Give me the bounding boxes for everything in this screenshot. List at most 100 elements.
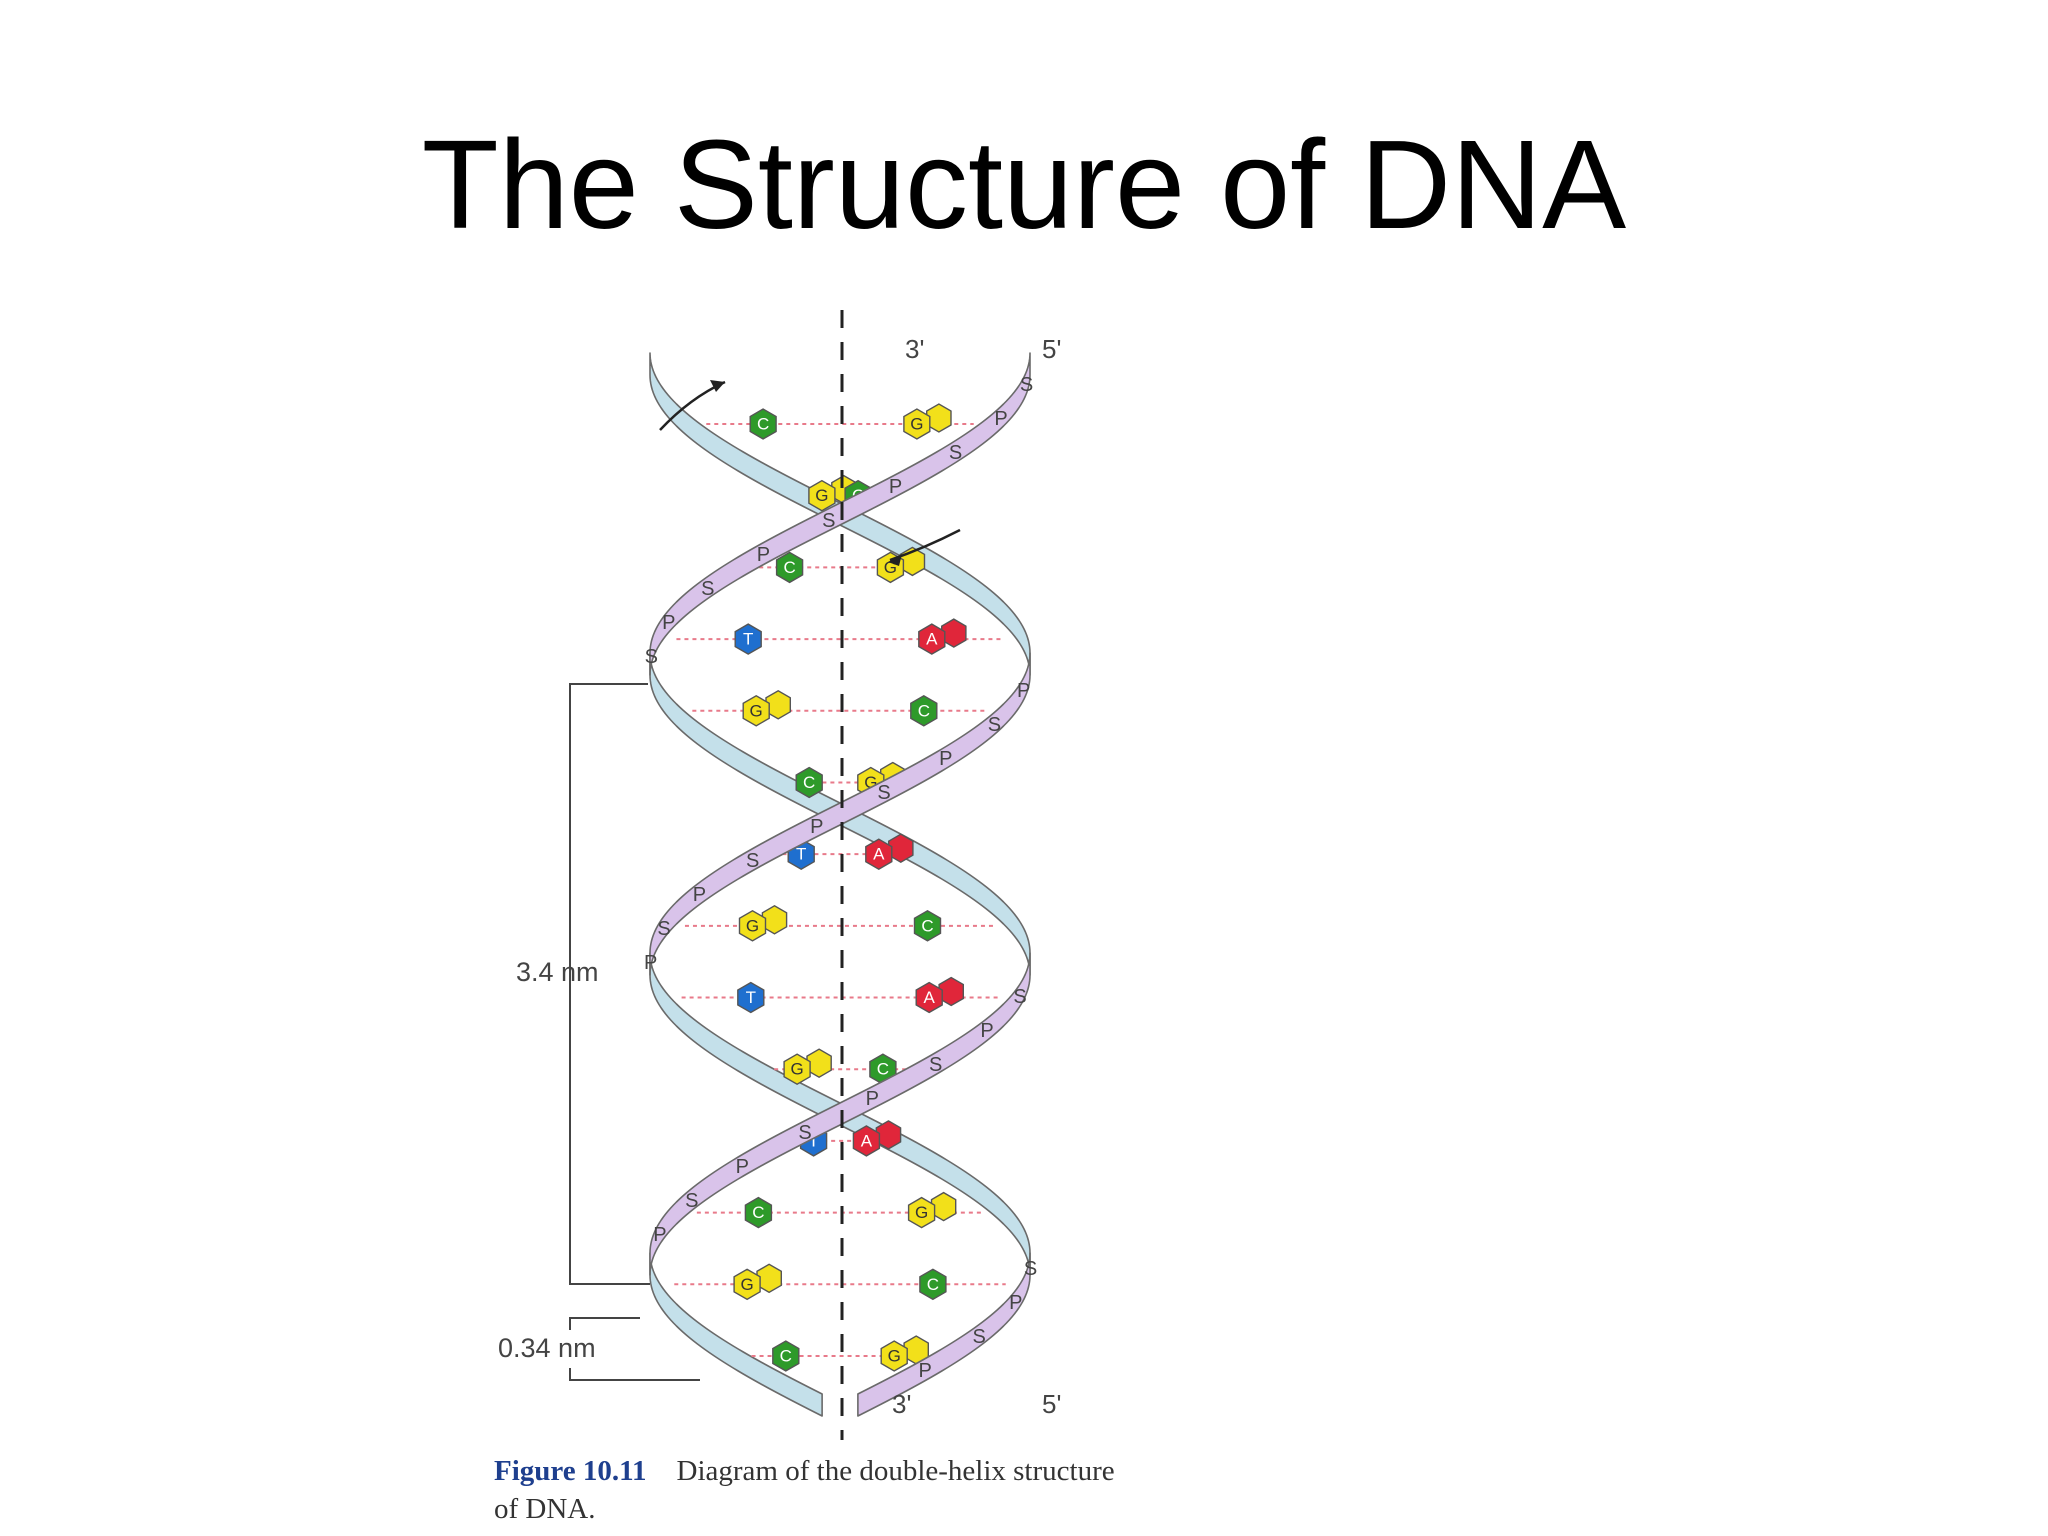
slide-title: The Structure of DNA	[421, 114, 1627, 255]
sugar-label: S	[1024, 1258, 1037, 1280]
direction-arrow-top-left	[659, 380, 726, 431]
base-ring	[733, 1268, 761, 1301]
base-ring	[795, 766, 823, 799]
base-A: A	[918, 618, 967, 655]
strand-a-segment-front	[649, 352, 1031, 676]
base-ring	[734, 623, 762, 655]
end-label-bottom-3prime: 3'	[892, 1389, 911, 1419]
base-C: C	[744, 1196, 773, 1229]
base-letter: A	[873, 845, 885, 864]
base-letter: A	[924, 988, 936, 1007]
base-letter: C	[921, 916, 933, 935]
phosphate-label: P	[1017, 680, 1030, 702]
phosphate-label: P	[889, 476, 902, 498]
purine-ring	[756, 1263, 782, 1294]
phosphate-label: P	[810, 816, 823, 838]
base-letter: G	[750, 701, 763, 720]
base-letter: A	[926, 630, 938, 649]
base-C: C	[910, 694, 938, 727]
end-label-bottom-5prime: 5'	[1042, 1389, 1061, 1419]
base-C: C	[795, 766, 823, 799]
sugar-label: S	[657, 918, 670, 940]
base-ring	[852, 1125, 881, 1157]
sugar-label: S	[949, 442, 962, 464]
base-letter: C	[783, 558, 795, 577]
base-letter: T	[808, 1131, 818, 1150]
base-C: C	[913, 909, 942, 942]
base-ring	[919, 1268, 947, 1301]
front-strand	[649, 352, 1031, 1417]
base-C: C	[919, 1268, 947, 1301]
phosphate-label: P	[644, 952, 657, 974]
base-letter: G	[915, 1203, 928, 1222]
phosphate-label: P	[1009, 1292, 1022, 1314]
base-letter: C	[757, 415, 769, 434]
base-ring	[903, 408, 931, 440]
sugar-label: S	[798, 1122, 811, 1144]
base-letter: G	[741, 1275, 754, 1294]
base-ring	[742, 694, 770, 727]
base-T: T	[734, 623, 762, 655]
sugar-label: S	[929, 1054, 942, 1076]
end-label-top-5prime: 5'	[1042, 334, 1061, 364]
phosphate-label: P	[662, 612, 675, 634]
base-G: G	[907, 1191, 957, 1229]
base-ring	[737, 981, 765, 1014]
base-letter: C	[918, 701, 930, 720]
base-ring	[738, 909, 767, 942]
direction-arrow-right	[888, 528, 961, 566]
strand-b-segment-front	[857, 1252, 1031, 1417]
base-letter: G	[815, 486, 828, 505]
caption-text-line1: Diagram of the double-helix structure	[676, 1455, 1115, 1487]
base-G: G	[783, 1048, 832, 1086]
base-G: G	[742, 689, 791, 727]
figure-caption: Figure 10.11 Diagram of the double-helix …	[494, 1452, 1314, 1528]
base-letter: C	[803, 773, 815, 792]
base-A: A	[852, 1120, 902, 1157]
base-ring	[913, 909, 942, 942]
sugar-label: S	[746, 850, 759, 872]
base-letter: A	[861, 1131, 873, 1150]
purine-ring	[875, 1120, 902, 1150]
sugar-label: S	[685, 1190, 698, 1212]
base-ring	[749, 408, 777, 440]
turn-length-bracket	[569, 683, 650, 1285]
phosphate-label: P	[693, 884, 706, 906]
base-C: C	[775, 551, 804, 584]
base-spacing-label: 0.34 nm	[498, 1333, 596, 1363]
phosphate-label: P	[866, 1088, 879, 1110]
base-ring	[783, 1053, 811, 1086]
sugar-label: S	[645, 646, 658, 668]
phosphate-label: P	[653, 1224, 666, 1246]
base-pairs: CGGCCGTAGCCGTAGCTAGCTACGGCCG	[733, 403, 967, 1372]
base-letter: G	[746, 916, 759, 935]
base-letter: C	[780, 1347, 792, 1366]
base-letter: G	[910, 415, 923, 434]
base-ring	[772, 1340, 800, 1372]
sugar-label: S	[701, 578, 714, 600]
base-A: A	[865, 833, 914, 871]
base-ring	[744, 1196, 773, 1229]
strand-b-segment-front	[649, 652, 1031, 976]
base-ring	[865, 838, 893, 871]
strand-a-segment-front	[649, 952, 1031, 1276]
purine-ring	[888, 833, 914, 864]
base-letter: T	[796, 845, 806, 864]
base-ring	[907, 1196, 936, 1229]
base-letter: G	[888, 1347, 901, 1366]
figure-label: Figure 10.11	[494, 1455, 647, 1487]
base-letter: C	[927, 1275, 939, 1294]
sugar-label: S	[1013, 986, 1026, 1008]
purine-ring	[938, 976, 964, 1007]
base-letter: T	[746, 988, 756, 1007]
base-C: C	[749, 408, 777, 440]
base-ring	[808, 479, 836, 512]
sugar-label: S	[973, 1326, 986, 1348]
base-C: C	[869, 1053, 897, 1086]
base-letter: G	[790, 1060, 803, 1079]
phosphate-label: P	[994, 408, 1007, 430]
phosphate-label: P	[939, 748, 952, 770]
sugar-label: S	[988, 714, 1001, 736]
